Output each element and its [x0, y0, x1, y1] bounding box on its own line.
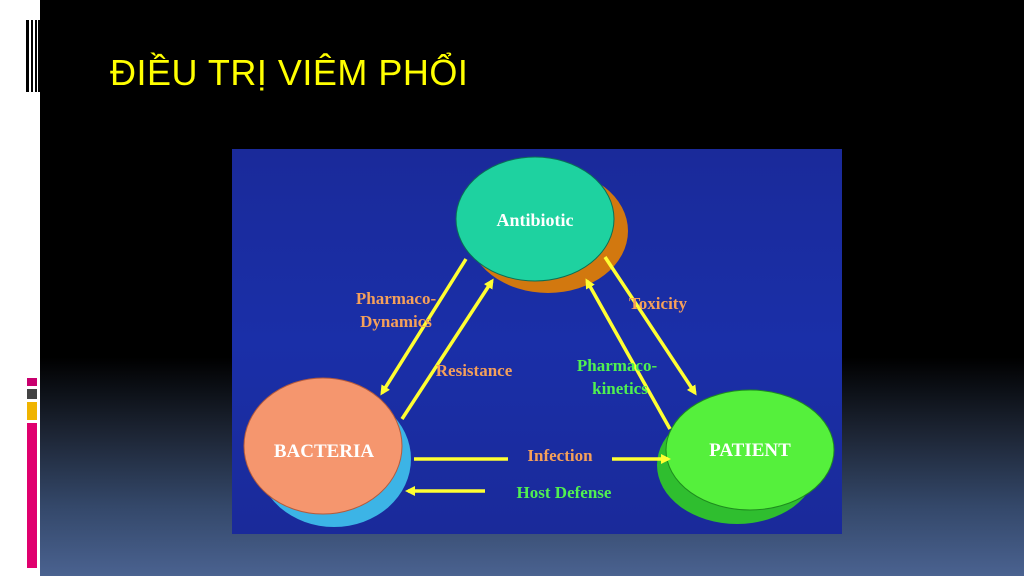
- patient-node: [665, 389, 835, 511]
- pharmacokinetics-label-line1: Pharmaco-: [577, 356, 658, 375]
- host-defense-label: Host Defense: [517, 483, 612, 502]
- toxicity-arrow: [603, 256, 697, 396]
- bacteria-node: [243, 377, 403, 515]
- treatment-triangle-diagram: Antibiotic BACTERIA PATIENT Pharmaco- Dy…: [232, 149, 842, 534]
- pharmacokinetics-arrow: [585, 278, 672, 430]
- patient-label: PATIENT: [709, 440, 791, 461]
- resistance-arrow: [400, 278, 494, 420]
- resistance-label: Resistance: [436, 361, 513, 380]
- infection-label: Infection: [527, 446, 593, 465]
- pharmacodynamics-arrow: [380, 258, 468, 396]
- toxicity-label: Toxicity: [629, 294, 687, 313]
- top-decorative-lines: [26, 20, 40, 92]
- slide-title: ĐIỀU TRỊ VIÊM PHỔI: [110, 52, 469, 93]
- antibiotic-node: [455, 156, 615, 282]
- diagram-svg: Antibiotic BACTERIA PATIENT Pharmaco- Dy…: [243, 156, 835, 527]
- pharmacodynamics-label-line2: Dynamics: [360, 312, 432, 331]
- antibiotic-label: Antibiotic: [496, 210, 573, 230]
- bacteria-label: BACTERIA: [274, 441, 375, 462]
- pharmacodynamics-label-line1: Pharmaco-: [356, 289, 437, 308]
- pharmacokinetics-label-line2: kinetics: [592, 379, 648, 398]
